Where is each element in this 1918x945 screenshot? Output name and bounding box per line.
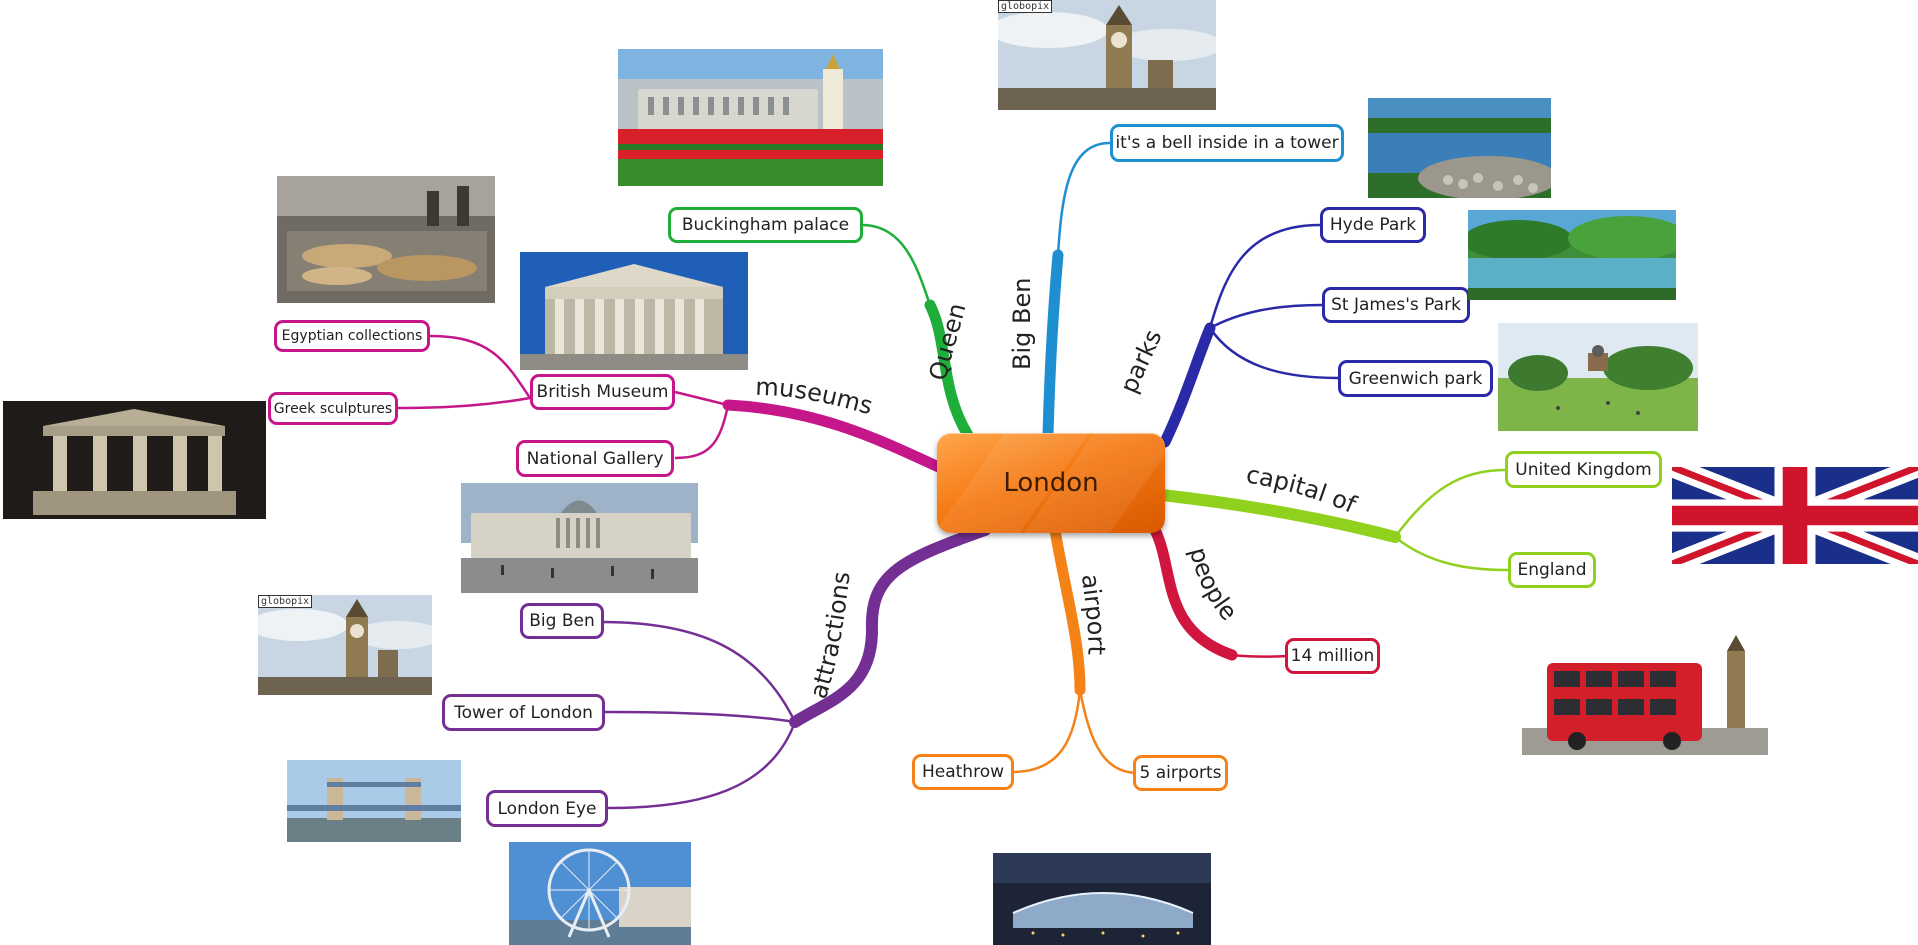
watermark-bigben-top: globopix: [998, 0, 1053, 13]
node-buckingham-palace[interactable]: Buckingham palace: [668, 207, 863, 243]
node-united-kingdom[interactable]: United Kingdom: [1505, 451, 1662, 488]
node-greek-sculptures[interactable]: Greek sculptures: [268, 392, 398, 425]
svg-text:Big Ben: Big Ben: [1008, 278, 1036, 370]
branch-label-parks: parks: [1115, 325, 1168, 397]
line-bell: [1056, 141, 1111, 256]
line-eye: [607, 721, 797, 810]
branch-museums: [722, 399, 951, 476]
node-5-airports[interactable]: 5 airports: [1133, 755, 1228, 791]
photo-big-ben-top: globopix: [998, 0, 1216, 110]
photo-red-bus-big-ben: [1522, 633, 1768, 755]
photo-buckingham-palace: [618, 49, 883, 186]
branch-people: [1149, 524, 1238, 661]
node-attractions-big-ben[interactable]: Big Ben: [520, 603, 604, 639]
branch-bigben: [1042, 249, 1064, 441]
line-heathrow: [1011, 689, 1082, 774]
line-tower: [604, 710, 796, 724]
branch-label-people: people: [1184, 544, 1243, 625]
photo-british-museum: [520, 252, 748, 370]
line-british-museum: [674, 390, 729, 407]
line-national: [674, 404, 730, 460]
branch-queen: [924, 299, 974, 441]
photo-big-ben-left: globopix: [258, 595, 432, 695]
central-topic[interactable]: London: [937, 433, 1165, 533]
watermark-bigben-left: globopix: [258, 595, 313, 608]
photo-egyptian-mummies: [277, 176, 495, 303]
branch-label-bigben: Big Ben: [1008, 278, 1036, 370]
branch-parks: [1159, 322, 1216, 448]
node-egyptian-collections[interactable]: Egyptian collections: [274, 320, 430, 352]
node-hyde-park[interactable]: Hyde Park: [1320, 207, 1426, 243]
photo-greenwich-park: [1498, 323, 1698, 431]
branch-attractions: [789, 524, 991, 728]
photo-tower-bridge: [287, 760, 461, 842]
node-national-gallery[interactable]: National Gallery: [516, 440, 674, 477]
line-greenwich: [1208, 327, 1339, 380]
line-att-bigben: [601, 620, 797, 723]
node-england[interactable]: England: [1508, 552, 1596, 588]
node-14-million[interactable]: 14 million: [1285, 638, 1380, 674]
photo-union-jack-flag: [1672, 467, 1918, 564]
central-topic-label: London: [1003, 468, 1099, 498]
node-st-james-park[interactable]: St James's Park: [1322, 287, 1470, 323]
photo-london-eye: [509, 842, 691, 945]
line-uk: [1393, 468, 1506, 538]
node-bell-in-tower[interactable]: it's a bell inside in a tower: [1110, 124, 1344, 162]
line-buckingham: [861, 223, 932, 306]
line-england: [1394, 536, 1509, 572]
node-greenwich-park[interactable]: Greenwich park: [1338, 360, 1493, 397]
line-egyptian: [429, 334, 532, 399]
photo-st-james-park: [1468, 210, 1676, 300]
line-million: [1231, 653, 1291, 658]
node-british-museum[interactable]: British Museum: [530, 374, 675, 410]
photo-hyde-park: [1368, 98, 1551, 198]
line-greek: [397, 396, 531, 410]
branch-capital: [1156, 489, 1401, 543]
node-heathrow[interactable]: Heathrow: [912, 754, 1014, 790]
branch-airport: [1049, 524, 1086, 696]
photo-national-gallery: [461, 483, 698, 593]
node-tower-of-london[interactable]: Tower of London: [442, 694, 605, 731]
line-5airports: [1078, 689, 1139, 775]
line-stjames: [1209, 303, 1323, 330]
line-hyde: [1208, 223, 1321, 329]
svg-text:parks: parks: [1115, 325, 1168, 397]
photo-heathrow-airport: [993, 853, 1211, 945]
node-london-eye[interactable]: London Eye: [486, 790, 608, 827]
photo-greek-sculptures: [3, 401, 266, 519]
svg-text:people: people: [1184, 544, 1243, 625]
